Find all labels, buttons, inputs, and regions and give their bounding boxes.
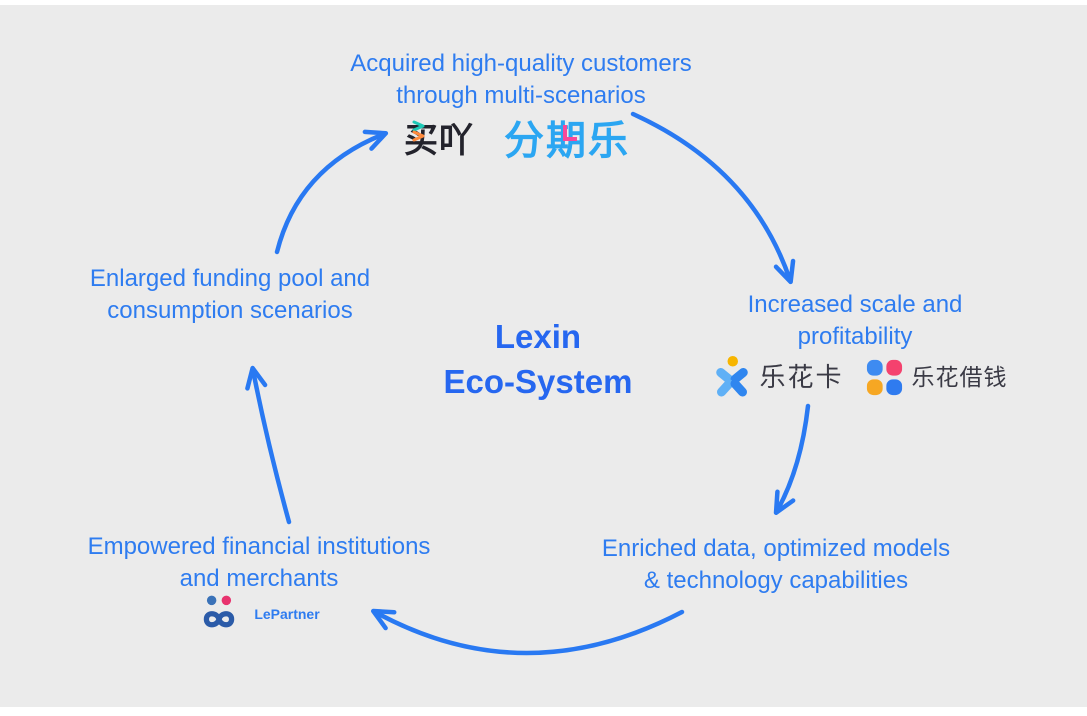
lehua-card-logo: 乐花卡 <box>714 354 843 400</box>
arrow-bottomright-to-bottomleft-icon <box>370 608 685 656</box>
lepartner-figures-icon <box>204 595 235 628</box>
node-acquired-customers-line1: Acquired high-quality customers <box>350 50 692 77</box>
right-brand-logos: 乐花卡 乐花借钱 <box>706 348 1016 406</box>
node-empowered-institutions-line2: and merchants <box>179 565 339 592</box>
node-enriched-data: Enriched data, optimized models & techno… <box>551 533 1001 597</box>
lehua-jieqian-text: 乐花借钱 <box>911 363 1008 390</box>
lehua-jieqian-clover-icon <box>866 359 902 395</box>
node-enlarged-funding-line2: consumption scenarios <box>107 297 353 324</box>
node-enriched-data-line2: & technology capabilities <box>643 567 909 594</box>
diagram-title-line1: Lexin <box>494 318 582 355</box>
arrow-bottomleft-to-left-icon <box>245 365 292 525</box>
node-enlarged-funding: Enlarged funding pool and consumption sc… <box>28 263 432 327</box>
arrow-right-to-bottomright-icon <box>773 403 811 515</box>
node-acquired-customers-line2: through multi-scenarios <box>396 82 646 109</box>
node-empowered-institutions: Empowered financial institutions and mer… <box>33 531 485 595</box>
fenqile-logo: 分期乐 <box>504 121 630 161</box>
diagram-title-line2: Eco-System <box>443 363 633 400</box>
node-enlarged-funding-line1: Enlarged funding pool and <box>89 265 371 292</box>
lepartner-text: LePartner <box>254 606 320 622</box>
diagram-title: Lexin Eco-System <box>388 314 688 404</box>
maiya-accent-icon <box>412 120 425 142</box>
fenqile-pink-mark-icon <box>563 125 578 141</box>
arrow-left-to-top-icon <box>274 129 389 255</box>
node-empowered-institutions-line1: Empowered financial institutions <box>87 533 431 560</box>
top-brand-logos: 买吖 分期乐 <box>241 112 801 170</box>
lepartner-logo: LePartner <box>33 592 485 636</box>
frame-strip-bottom <box>0 707 1087 716</box>
node-acquired-customers: Acquired high-quality customers through … <box>241 48 801 112</box>
lehua-card-figure-icon <box>716 356 749 397</box>
node-enriched-data-line1: Enriched data, optimized models <box>601 535 951 562</box>
node-increased-scale-line1: Increased scale and <box>747 291 963 318</box>
frame-strip-top <box>0 0 1087 5</box>
lehua-card-text: 乐花卡 <box>759 362 844 392</box>
lehua-jieqian-logo: 乐花借钱 <box>866 359 1008 396</box>
arrow-top-to-right-icon <box>630 111 796 285</box>
node-increased-scale-line2: profitability <box>797 323 913 350</box>
node-increased-scale: Increased scale and profitability <box>700 289 1010 353</box>
maiya-logo: 买吖 <box>404 120 474 158</box>
